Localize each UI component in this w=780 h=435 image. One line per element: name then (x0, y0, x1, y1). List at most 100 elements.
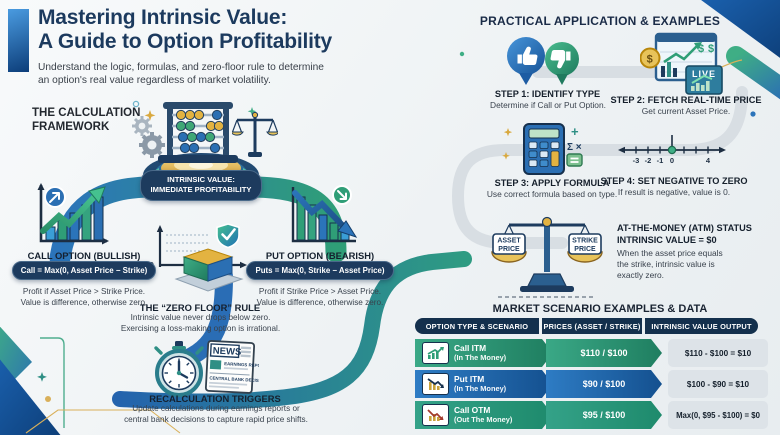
table-row-put-itm-type: Put ITM (In The Money) (415, 370, 553, 398)
call-itm-label-line1: Call ITM (454, 342, 487, 353)
step1-desc: Determine if Call or Put Option. (490, 100, 606, 110)
news-tag-central-bank: CENTRAL BANK DECISIONS (209, 375, 259, 383)
step2-title: STEP 2: FETCH REAL-TIME PRICE (610, 95, 762, 105)
call-otm-prices: $95 / $100 (546, 401, 662, 429)
column-header-output: INTRINSIC VALUE OUTPUT (645, 318, 758, 334)
atm-title-line2: INTRINSIC VALUE = $0 (617, 234, 717, 245)
step3-desc: Use correct formula based on type. (486, 189, 618, 199)
call-chart-icon (37, 183, 109, 245)
framework-heading-line1: THE CALCULATION (32, 107, 141, 119)
zero-floor-desc-line1: Intrinsic value never drops below zero. (130, 313, 271, 322)
page-title-line2: A Guide to Option Profitability (38, 29, 333, 53)
put-option-title: PUT OPTION (BEARISH) (265, 250, 375, 261)
numberline-label-minus1: -1 (657, 156, 664, 165)
put-itm-mini-chart-icon (422, 373, 449, 395)
dollar-sign-1: $ (698, 43, 704, 55)
framework-heading-line2: FRAMEWORK (32, 121, 110, 134)
call-formula-text: Call = Max(0, Asset Price − Strike) (11, 261, 157, 280)
page-title: Mastering Intrinsic Value: A Guide to Op… (38, 6, 398, 54)
atm-desc-line3: exactly zero. (617, 270, 665, 281)
title-accent-bar (8, 9, 29, 72)
call-itm-output: $110 - $100 = $10 (668, 339, 768, 367)
strike-price-tag-line2: PRICE (574, 246, 596, 253)
news-tag-earnings: EARNINGS REPORTS (224, 361, 259, 368)
atm-balance-scale-icon: ASSET PRICE STRIKE PRICE (491, 216, 603, 298)
zero-floor-illustration: 0 (149, 223, 247, 292)
strike-price-tag-line1: STRIKE (572, 238, 598, 245)
put-itm-label-line2: (In The Money) (454, 383, 507, 393)
stopwatch-icon (154, 341, 204, 397)
put-itm-prices: $90 / $100 (546, 370, 662, 398)
practical-heading: PRACTICAL APPLICATION & EXAMPLES (479, 14, 721, 28)
asset-price-tag-line1: ASSET (497, 238, 521, 245)
asset-price-tag-line2: PRICE (498, 246, 520, 253)
call-itm-prices: $110 / $100 (546, 339, 662, 367)
put-itm-label: Put ITM (In The Money) (454, 375, 506, 393)
sigma-times-symbol: Σ × (567, 142, 582, 153)
page-subtitle: Understand the logic, formulas, and zero… (38, 61, 378, 88)
put-itm-output: $100 - $90 = $10 (668, 370, 768, 398)
table-row-call-otm-type: Call OTM (Out The Money) (415, 401, 553, 429)
atm-title-line1: AT-THE-MONEY (ATM) STATUS (617, 223, 752, 233)
calculator-icon: + Σ × (523, 123, 583, 175)
call-otm-label: Call OTM (Out The Money) (454, 406, 512, 424)
call-formula-pill: Call = Max(0, Asset Price − Strike) (4, 260, 164, 280)
step3-title: STEP 3: APPLY FORMULA (494, 178, 610, 188)
zero-floor-desc: Intrinsic value never drops below zero. … (113, 313, 288, 335)
intrinsic-value-pill: INTRINSIC VALUE: IMMEDIATE PROFITABILITY (138, 170, 264, 201)
atm-status-title: AT-THE-MONEY (ATM) STATUS INTRINSIC VALU… (617, 223, 777, 247)
framework-heading: THE CALCULATION FRAMEWORK (32, 106, 172, 135)
put-itm-label-line1: Put ITM (454, 373, 485, 384)
call-desc-line1: Profit if Asset Price > Strike Price. (22, 287, 146, 296)
recalc-desc-line2: central bank decisions to capture rapid … (124, 414, 308, 424)
market-table-heading: MARKET SCENARIO EXAMPLES & DATA (492, 303, 708, 315)
atm-desc-line1: When the asset price equals (617, 248, 723, 258)
step1-title: STEP 1: IDENTIFY TYPE (494, 89, 601, 99)
zero-floor-title: THE “ZERO FLOOR” RULE (139, 302, 261, 313)
news-masthead: NEWS (213, 346, 242, 358)
call-desc-line2: Value is difference, otherwise zero. (20, 297, 148, 307)
call-itm-label: Call ITM (In The Money) (454, 344, 506, 362)
call-otm-label-line1: Call OTM (454, 404, 491, 415)
plus-symbol: + (571, 124, 579, 139)
step4-desc: If result is negative, value is 0. (617, 187, 731, 197)
dollar-sign-2: $ (708, 43, 714, 55)
call-otm-label-line2: (Out The Money) (454, 414, 513, 424)
numberline-label-minus3: -3 (633, 156, 640, 165)
column-header-scenario: OPTION TYPE & SCENARIO (415, 318, 539, 334)
step4-title: STEP 4: SET NEGATIVE TO ZERO (600, 176, 748, 186)
call-otm-mini-chart-icon (422, 404, 449, 426)
news-report-icon: NEWS EARNINGS REPORTS CENTRAL BANK DECIS… (204, 340, 259, 394)
live-badge: LIVE (692, 69, 716, 79)
thumbs-up-down-icon (507, 37, 579, 85)
call-itm-label-line2: (In The Money) (454, 352, 507, 362)
page-title-line1: Mastering Intrinsic Value: (38, 6, 288, 29)
call-option-desc: Profit if Asset Price > Strike Price. Va… (6, 287, 162, 309)
recalc-title: RECALCULATION TRIGGERS (149, 393, 281, 404)
intrinsic-value-pill-line1: INTRINSIC VALUE: (167, 175, 235, 184)
coin-dollar-sign: $ (647, 54, 653, 66)
recalc-desc: Update calculations during earnings repo… (105, 404, 327, 426)
put-chart-icon (291, 185, 358, 243)
call-option-title: CALL OPTION (BULLISH) (27, 250, 141, 261)
page-subtitle-line1: Understand the logic, formulas, and zero… (38, 62, 324, 73)
number-line-icon: -3 -2 -1 0 4 (618, 135, 726, 165)
intrinsic-value-pill-line2: IMMEDIATE PROFITABILITY (150, 185, 252, 195)
gear-icon (132, 116, 165, 158)
put-desc-line2: Value is difference, otherwise zero. (256, 297, 384, 307)
call-otm-output: Max(0, $95 - $100) = $0 (668, 401, 768, 429)
numberline-label-zero: 0 (670, 156, 674, 165)
put-formula-pill: Puts = Max(0, Strike − Asset Price) (238, 260, 402, 280)
atm-desc-line2: the strike, intrinsic value is (617, 259, 715, 270)
numberline-label-minus2: -2 (645, 156, 652, 165)
put-option-desc: Profit if Strike Price > Asset Price. Va… (243, 287, 397, 309)
recalc-desc-line1: Update calculations during earnings repo… (132, 404, 300, 413)
call-itm-mini-chart-icon (422, 342, 449, 364)
zero-floor-desc-line2: Exercising a loss-making option is irrat… (120, 323, 281, 333)
put-desc-line1: Profit if Strike Price > Asset Price. (258, 287, 382, 296)
realtime-price-icon: $ $ $ LIVE (640, 32, 723, 95)
step2-desc: Get current Asset Price. (641, 106, 731, 116)
abacus-icon (158, 102, 238, 163)
column-header-prices: PRICES (ASSET / STRIKE) (542, 318, 642, 334)
